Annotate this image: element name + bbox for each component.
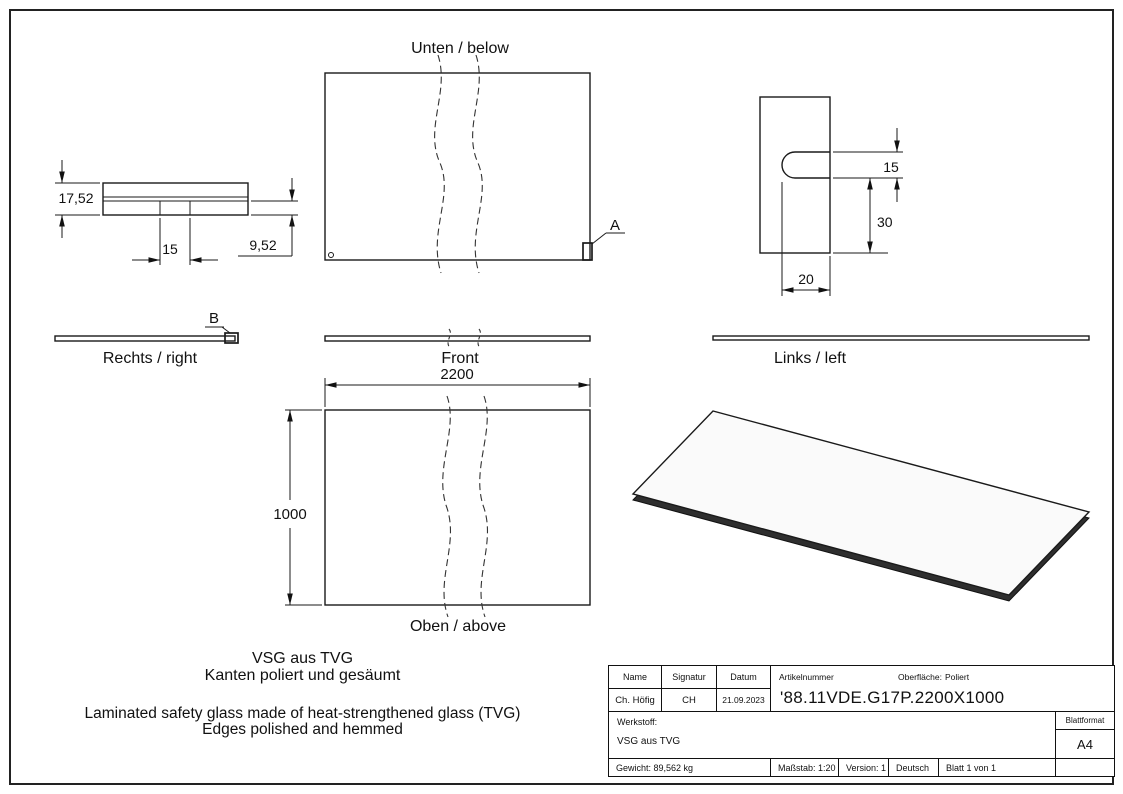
view-label-rechts: Rechts / right — [103, 350, 198, 367]
oben-outline — [324, 409, 591, 606]
dim-corner-w: 20 — [798, 271, 814, 287]
break-line — [479, 395, 488, 618]
title-block: Name Signatur Datum Artikelnummer Oberfl… — [608, 665, 1115, 777]
tb-header-werkstoff: Werkstoff: — [617, 717, 658, 727]
tb-material-cell: Werkstoff: VSG aus TVG — [609, 712, 1056, 759]
tb-value-datum: 21.09.2023 — [717, 689, 771, 712]
break-line — [477, 328, 481, 349]
page-border — [9, 9, 1114, 785]
tb-header-blattformat: Blattformat — [1056, 712, 1114, 730]
tb-value-werkstoff: VSG aus TVG — [617, 736, 681, 747]
tb-header-datum: Datum — [717, 666, 771, 689]
tb-header-signatur: Signatur — [662, 666, 717, 689]
detail-a-leader — [591, 232, 607, 245]
tb-article-cell: Artikelnummer Oberfläche: Poliert '88.11… — [771, 666, 1114, 712]
tb-value-signatur: CH — [662, 689, 717, 712]
view-unten-below: Unten / below A — [324, 40, 625, 274]
view-label-oben: Oben / above — [410, 618, 506, 635]
dim-panel-height: 1000 — [273, 506, 306, 523]
panel-top-face — [631, 410, 1091, 596]
view-label-front: Front — [441, 350, 479, 367]
dim-thickness-total: 17,52 — [58, 190, 93, 206]
detail-a-box — [582, 242, 593, 261]
tb-gewicht: Gewicht: 89,562 kg — [609, 759, 771, 776]
view-rechts-right: B Rechts / right — [54, 310, 239, 367]
dim-step-width: 15 — [162, 241, 178, 257]
note-line-4: Edges polished and hemmed — [202, 721, 403, 738]
tb-header-artikelnummer: Artikelnummer — [779, 672, 834, 682]
detail-b-box — [224, 332, 239, 344]
detail-marker-b: B — [209, 310, 219, 327]
tb-header-name: Name — [609, 666, 662, 689]
view-links-left: Links / left — [712, 335, 1090, 367]
rounded-slot — [781, 151, 830, 179]
corner-mark — [328, 252, 334, 258]
break-line — [442, 395, 451, 618]
break-line — [472, 54, 483, 274]
unten-outline — [324, 72, 591, 261]
break-line — [434, 54, 445, 274]
tb-sprache: Deutsch — [889, 759, 939, 776]
view-oben-above: 2200 1000 Oben / above — [273, 366, 591, 635]
tb-version: Version: 1 — [839, 759, 889, 776]
tb-value-name: Ch. Höfig — [609, 689, 662, 712]
detail-b-leader — [221, 326, 231, 334]
tb-value-blattformat: A4 — [1056, 730, 1114, 759]
dim-corner-r: 15 — [883, 159, 899, 175]
corner-outline — [759, 96, 831, 254]
tb-header-oberflaeche: Oberfläche: — [898, 672, 942, 682]
dim-panel-width: 2200 — [440, 366, 473, 383]
isometric-view — [631, 410, 1091, 602]
tb-massstab: Maßstab: 1:20 — [771, 759, 839, 776]
dim-corner-h: 30 — [877, 214, 893, 230]
tb-empty-cell — [1056, 759, 1114, 776]
tb-value-oberflaeche: Poliert — [945, 672, 970, 682]
view-label-unten: Unten / below — [411, 40, 509, 57]
view-label-links: Links / left — [774, 350, 847, 367]
tb-value-artikelnummer: '88.11VDE.G17P.2200X1000 — [780, 688, 1005, 707]
tb-blatt: Blatt 1 von 1 — [939, 759, 1056, 776]
view-corner-detail: 15 30 20 — [759, 96, 903, 296]
view-front: Front — [324, 328, 591, 367]
detail-marker-a: A — [610, 217, 620, 234]
note-line-3: Laminated safety glass made of heat-stre… — [84, 705, 521, 722]
break-line — [447, 328, 451, 349]
links-edge — [712, 335, 1090, 341]
section-outline — [102, 182, 249, 216]
note-line-2: Kanten poliert und gesäumt — [204, 667, 401, 684]
front-edge — [324, 335, 591, 342]
dim-pane-thickness: 9,52 — [249, 237, 276, 253]
view-cross-section: 17,52 15 9,52 — [55, 160, 298, 265]
note-line-1: VSG aus TVG — [251, 650, 354, 667]
rechts-edge — [54, 335, 236, 342]
